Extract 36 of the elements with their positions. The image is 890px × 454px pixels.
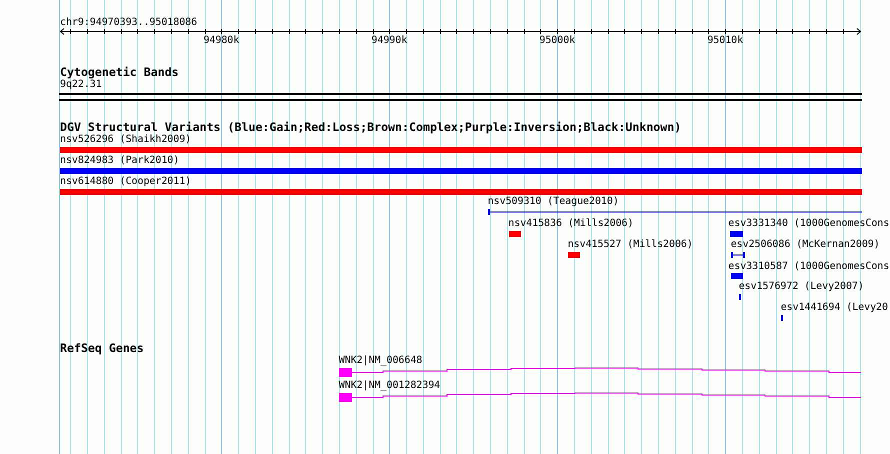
variant-feature: [728, 260, 890, 279]
ruler-tick-label: 94990k: [371, 34, 408, 46]
track-title: DGV Structural Variants (Blue:Gain;Red:Loss;Brown:Complex;Purple:Inversion;Black:Unknown): [60, 120, 682, 134]
variant-label: nsv614880 (Cooper2011): [60, 176, 192, 188]
variant-label: esv1441694 (Levy20: [780, 302, 888, 314]
variant-label: esv3331340 (1000GenomesCons: [728, 218, 890, 230]
coordinate-range-label: chr9:94970393..95018086: [60, 16, 198, 28]
cytoband-feature: [59, 79, 862, 101]
variant-feature: [488, 196, 862, 215]
variant-label: nsv415527 (Mills2006): [568, 238, 693, 251]
ruler-tick-label: 94980k: [203, 34, 240, 46]
track-title: RefSeq Genes: [60, 341, 144, 355]
variant-feature: [60, 176, 862, 195]
variant-feature: [508, 218, 634, 237]
gene-label: WNK2|NM_001282394: [338, 380, 440, 392]
track-title: Cytogenetic Bands: [60, 65, 179, 79]
ruler-tick-label: 95000k: [539, 34, 576, 46]
variant-label: nsv509310 (Teague2010): [488, 196, 619, 208]
variant-feature: [60, 154, 862, 174]
variant-feature: [738, 281, 864, 300]
variant-feature: [568, 238, 693, 258]
gene-feature: [338, 380, 861, 402]
variant-label: nsv526296 (Shaikh2009): [60, 134, 192, 146]
variant-feature: [780, 302, 888, 321]
variant-feature: [60, 134, 862, 153]
variant-label: nsv415836 (Mills2006): [508, 218, 634, 230]
cytoband-label: 9q22.31: [60, 79, 102, 91]
gene-label: WNK2|NM_006648: [338, 354, 422, 366]
gene-feature: [338, 354, 861, 377]
variant-label: esv1576972 (Levy2007): [738, 281, 864, 293]
variant-label: nsv824983 (Park2010): [60, 154, 180, 166]
variant-feature: [728, 218, 890, 237]
variant-label: esv3310587 (1000GenomesCons: [728, 260, 890, 272]
ruler-tick-label: 95010k: [707, 34, 744, 46]
variant-label: esv2506086 (McKernan2009): [730, 238, 880, 251]
variant-feature: [730, 238, 880, 258]
